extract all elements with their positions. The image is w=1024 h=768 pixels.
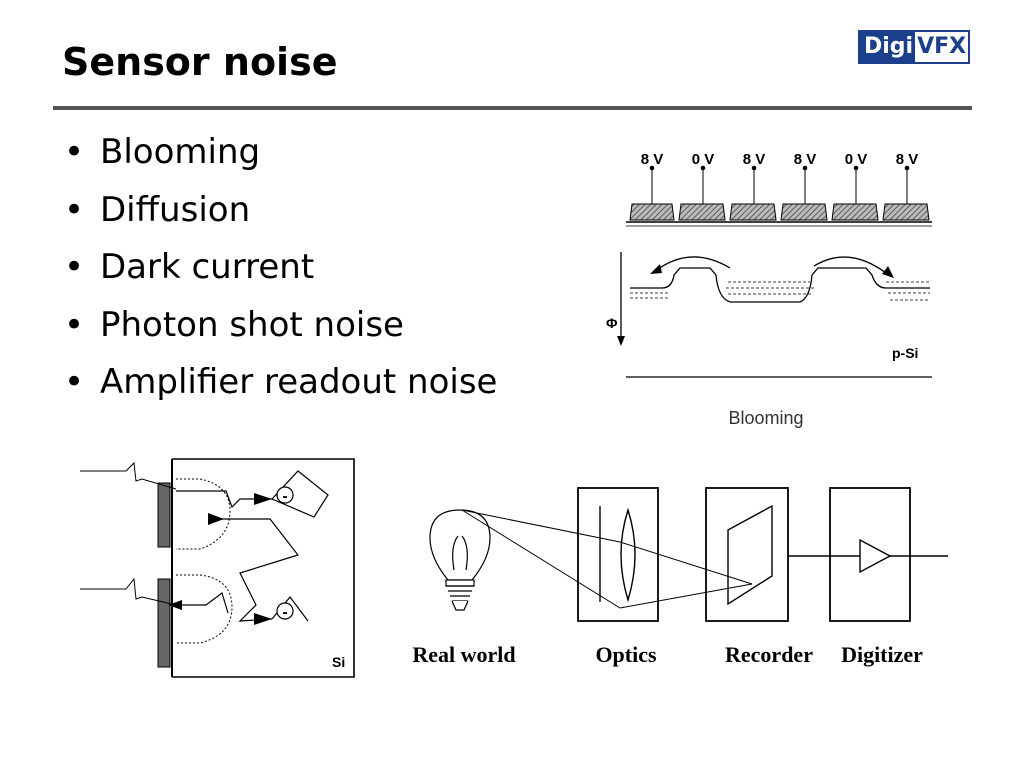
blooming-diagram: 8 V 0 V 8 V 8 V 0 V 8 V Φ p-Si (606, 151, 932, 428)
voltage-label: 0 V (845, 151, 868, 168)
si-label: Si (332, 654, 345, 670)
stage-label-recorder: Recorder (725, 642, 813, 667)
stage-label-digitizer: Digitizer (841, 642, 923, 667)
bullet-item: • Dark current (64, 239, 497, 297)
lens-icon (620, 507, 636, 603)
optics-box (577, 487, 659, 622)
potential-well-profile (630, 267, 930, 303)
bullet-dot-icon: • (64, 132, 85, 172)
light-bulb-icon (429, 509, 491, 611)
gate-electrodes (629, 165, 930, 221)
p-si-label: p-Si (892, 345, 918, 361)
sensor-plane-icon (727, 504, 773, 606)
bullet-list: • Blooming • Diffusion • Dark current • Phot… (64, 124, 497, 412)
bullet-dot-icon: • (64, 189, 85, 230)
title-divider (53, 106, 972, 110)
electron-icon (276, 486, 294, 504)
bullet-dot-icon: • (64, 362, 85, 402)
diffusion-diagram: - - Si (80, 458, 355, 678)
amplifier-icon (859, 538, 892, 574)
bullet-dot-icon: • (64, 247, 85, 287)
voltage-label: 8 V (794, 151, 817, 168)
bullet-text: Dark current (100, 247, 315, 287)
bullet-item: • Diffusion (64, 182, 497, 240)
bullet-text: Diffusion (100, 189, 251, 230)
logo-part-digi: Digi (860, 32, 916, 62)
stage-label-optics: Optics (595, 642, 657, 667)
slide-title: Sensor noise (62, 40, 338, 84)
bullet-dot-icon: • (64, 304, 85, 345)
voltage-label: 8 V (896, 151, 919, 168)
pixel-electrode (157, 578, 171, 668)
imaging-pipeline-diagram: Real world Optics Recorder Digitizer (412, 487, 948, 667)
digitizer-box (829, 487, 911, 622)
electron-symbol: - (282, 604, 287, 621)
bullet-item: • Amplifier readout noise (64, 354, 497, 412)
electron-symbol: - (282, 488, 287, 505)
stage-label-real-world: Real world (412, 642, 515, 667)
bullet-item: • Photon shot noise (64, 297, 497, 355)
voltage-label: 8 V (641, 151, 664, 168)
bullet-text: Blooming (100, 132, 261, 172)
bullet-text: Amplifier readout noise (100, 362, 498, 402)
electron-icon (276, 602, 294, 620)
bullet-text: Photon shot noise (100, 304, 404, 345)
blooming-caption: Blooming (728, 408, 803, 428)
bullet-item: • Blooming (64, 124, 497, 182)
phi-axis-label: Φ (606, 315, 618, 331)
recorder-box (705, 487, 789, 622)
pixel-electrode (157, 482, 171, 548)
voltage-label: 8 V (743, 151, 766, 168)
voltage-label: 0 V (692, 151, 715, 168)
logo-part-vfx: VFX (917, 34, 967, 59)
